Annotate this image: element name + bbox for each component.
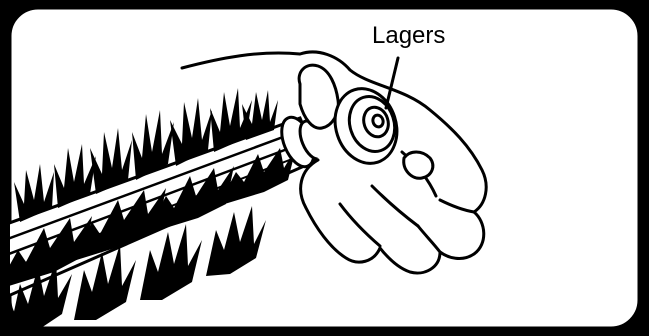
bearing-callout-label: Lagers: [372, 24, 445, 48]
